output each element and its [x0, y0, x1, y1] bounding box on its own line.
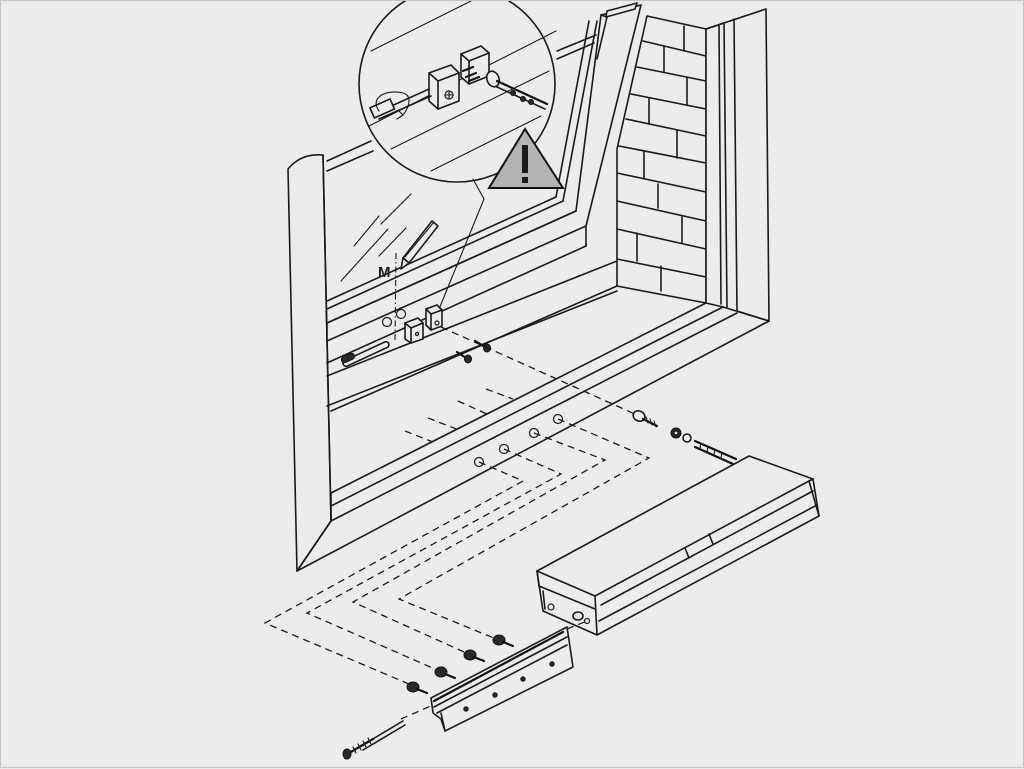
long-screw-icon [342, 704, 434, 760]
alignment-line [440, 326, 638, 416]
detail-callout [358, 1, 557, 183]
mark-label-m: M [378, 264, 391, 281]
screw-icon [463, 649, 486, 663]
screw-icon [406, 681, 429, 695]
screw-icon [492, 634, 515, 648]
mark-line-m [394, 252, 397, 342]
guide-ticks [404, 388, 514, 443]
actuator-housing [536, 455, 820, 636]
window-sash [326, 2, 642, 407]
pencil-icon [400, 220, 439, 270]
callout-leader [436, 198, 485, 315]
brick-wall [616, 15, 707, 304]
callout-leader [472, 178, 485, 200]
threaded-rod-icon [461, 65, 549, 110]
actuator-spindle-parts [632, 410, 738, 466]
mounting-brackets [340, 304, 443, 368]
mounting-rail [430, 626, 574, 732]
screws [406, 634, 515, 695]
warning-icon [487, 127, 565, 189]
rail-alignment-line [566, 620, 588, 630]
glass-reflection [340, 174, 449, 282]
screw-icon [434, 666, 457, 680]
window-jamb-left [287, 153, 332, 572]
wall-reveal-right [705, 8, 770, 322]
routing-lines [263, 418, 651, 688]
